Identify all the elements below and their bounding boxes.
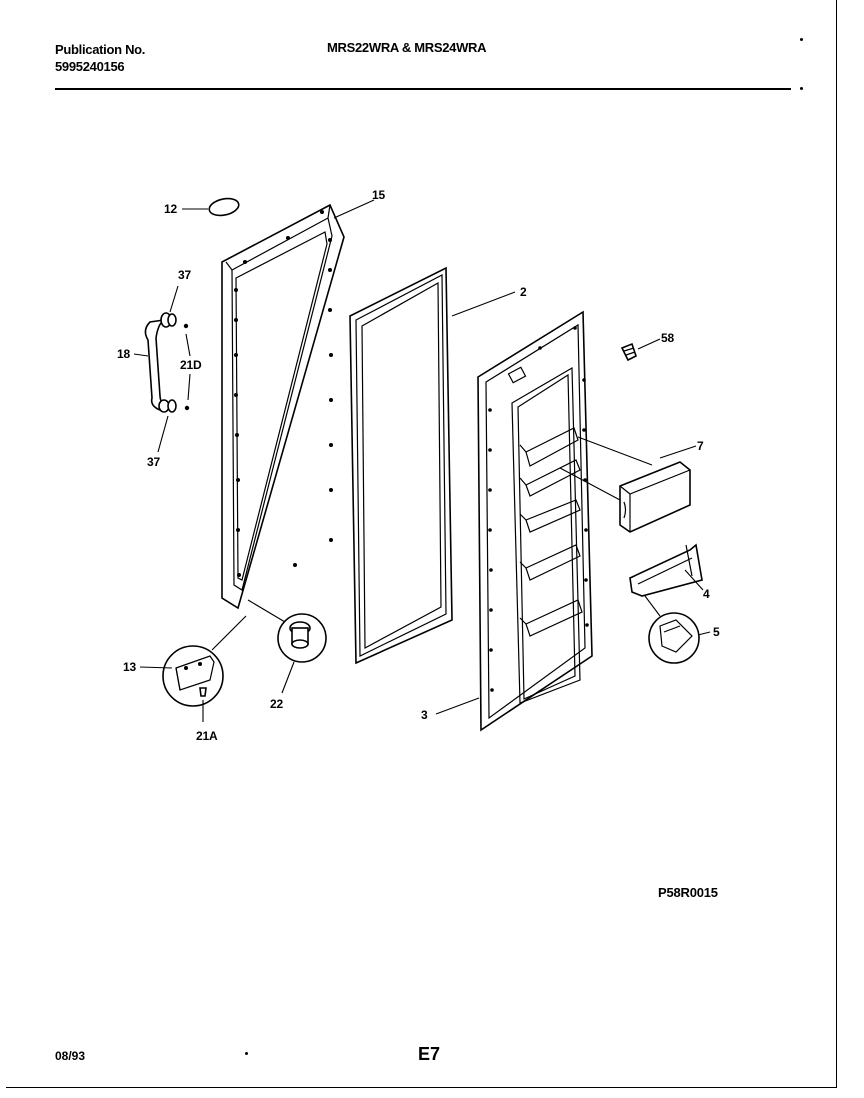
callout-37-bottom: 37 [147, 455, 160, 469]
badge-part [182, 197, 240, 217]
header-rule [55, 88, 791, 90]
model-numbers: MRS22WRA & MRS24WRA [327, 40, 487, 55]
door-handle [133, 285, 191, 453]
callout-2: 2 [520, 285, 527, 299]
callout-4: 4 [703, 587, 710, 601]
callout-12: 12 [164, 202, 177, 216]
callout-18: 18 [117, 347, 130, 361]
screw-part [620, 338, 661, 362]
hinge-detail [139, 615, 247, 722]
publication-number: 5995240156 [55, 59, 125, 74]
door-bin [559, 436, 697, 533]
margin-dot [800, 38, 803, 41]
callout-58: 58 [661, 331, 674, 345]
callout-15: 15 [372, 188, 385, 202]
inner-door-liner [435, 310, 593, 732]
page-border [6, 0, 837, 1088]
drawing-code: P58R0015 [658, 885, 718, 900]
door-gasket [349, 266, 516, 665]
callout-22: 22 [270, 697, 283, 711]
rail-end-cap-detail [644, 595, 711, 664]
callout-5: 5 [713, 625, 720, 639]
callout-13: 13 [123, 660, 136, 674]
door-rail [629, 543, 704, 597]
outer-door-panel [221, 199, 375, 610]
callout-37-top: 37 [178, 268, 191, 282]
footer-date: 08/93 [55, 1049, 86, 1063]
callout-3: 3 [421, 708, 428, 722]
callout-7: 7 [697, 439, 704, 453]
margin-dot [245, 1052, 248, 1055]
publication-label: Publication No. [55, 42, 146, 57]
page-number: E7 [418, 1044, 441, 1064]
margin-dot [800, 87, 803, 90]
callout-21d: 21D [180, 358, 202, 372]
callout-21a: 21A [196, 729, 218, 743]
door-cam-detail [247, 599, 327, 694]
